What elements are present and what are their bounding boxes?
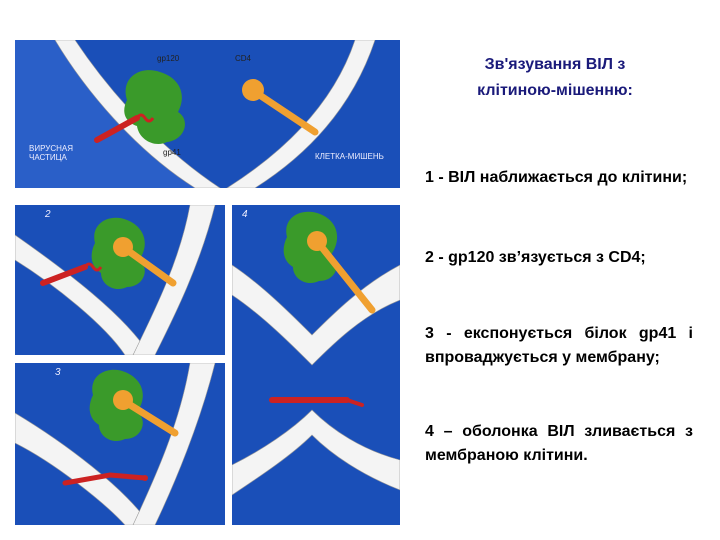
label-cd4: CD4 <box>235 54 252 63</box>
cd4-receptor <box>251 88 319 136</box>
panel-number-4: 4 <box>242 209 248 220</box>
label-virus-line-1: ВИРУСНАЯ <box>29 144 73 153</box>
label-target-cell: КЛЕТКА-МИШЕНЬ <box>315 152 384 161</box>
step-4: 4 – оболонка ВІЛ зливається з мембраною … <box>425 423 693 464</box>
panel-number-3: 3 <box>55 367 61 378</box>
slide-title: Зв'язування ВІЛ з клітиною-мішенню: <box>430 52 680 104</box>
diagram-panel-3: 3 <box>15 363 225 525</box>
step-1: 1 - ВІЛ наближається до клітини; <box>425 169 688 186</box>
panel-1-artwork <box>15 40 400 188</box>
gp41-protein <box>94 115 140 143</box>
diagram-panel-4: 4 <box>232 205 400 525</box>
label-gp41: gp41 <box>163 148 181 157</box>
label-virus-particle: ВИРУСНАЯ ЧАСТИЦА <box>29 144 73 162</box>
panel-2-artwork <box>15 205 225 355</box>
viral-membrane <box>54 40 221 188</box>
slide-title-line-2: клітиною-мішенню: <box>477 82 633 99</box>
cell-membrane <box>226 40 376 188</box>
diagram-panel-1: gp120 CD4 gp41 ВИРУСНАЯ ЧАСТИЦА КЛЕТКА-М… <box>15 40 400 188</box>
panel-number-2: 2 <box>45 209 51 220</box>
diagram-panel-2: 2 <box>15 205 225 355</box>
label-gp120: gp120 <box>157 54 180 63</box>
step-3: 3 - експонується білок gp41 і впроваджує… <box>425 325 693 366</box>
label-virus-line-2: ЧАСТИЦА <box>29 153 67 162</box>
step-2: 2 - gp120 зв’язується з CD4; <box>425 249 646 266</box>
panel-4-artwork <box>232 205 400 525</box>
cd4-head <box>242 79 264 101</box>
slide-title-line-1: Зв'язування ВІЛ з <box>484 56 626 73</box>
panel-3-artwork <box>15 363 225 525</box>
gp120-protein <box>124 70 185 145</box>
